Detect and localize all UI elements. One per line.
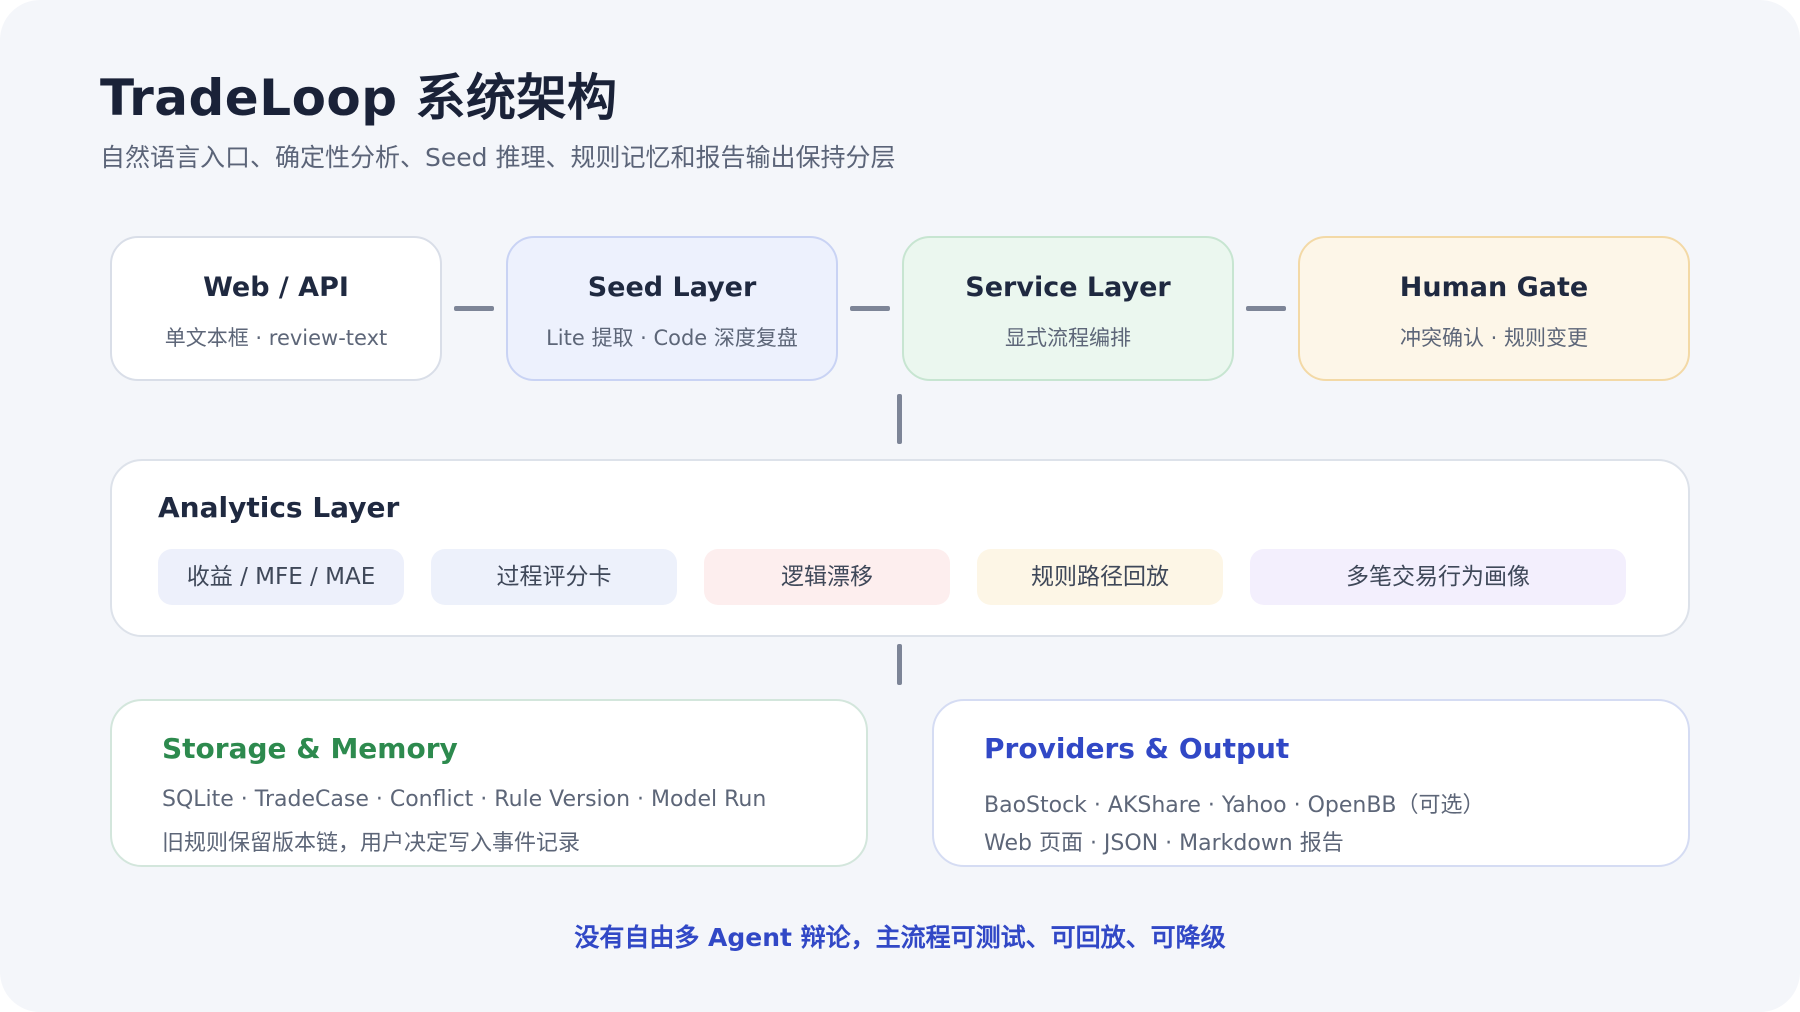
human-gate-desc: 冲突确认 · 规则变更 — [1399, 326, 1589, 350]
service-layer-name: Service Layer — [965, 272, 1171, 303]
providers-output-title: Providers & Output — [984, 732, 1290, 765]
storage-memory-title: Storage & Memory — [162, 732, 458, 765]
footer-note: 没有自由多 Agent 辩论，主流程可测试、可回放、可降级 — [574, 923, 1226, 952]
human-gate-name: Human Gate — [1399, 272, 1589, 303]
storage-memory-panel: Storage & Memory SQLite · TradeCase · Co… — [110, 699, 868, 867]
seed-layer-name: Seed Layer — [587, 272, 757, 303]
connector-seed-service — [850, 306, 890, 311]
analytics-chip-behavior-profile: 多笔交易行为画像 — [1250, 549, 1626, 605]
service-layer-desc: 显式流程编排 — [1005, 326, 1131, 350]
analytics-layer-box: Analytics Layer 收益 / MFE / MAE 过程评分卡 逻辑漂… — [110, 459, 1690, 637]
web-api-layer-box: Web / API 单文本框 · review-text — [110, 236, 442, 381]
connector-web-seed — [454, 306, 494, 311]
human-gate-box: Human Gate 冲突确认 · 规则变更 — [1298, 236, 1690, 381]
analytics-chip-returns: 收益 / MFE / MAE — [158, 549, 404, 605]
web-api-layer-desc: 单文本框 · review-text — [164, 326, 388, 350]
storage-memory-line-2: 旧规则保留版本链，用户决定写入事件记录 — [162, 831, 581, 856]
analytics-chip-logic-drift: 逻辑漂移 — [704, 549, 950, 605]
providers-output-line-1: BaoStock · AKShare · Yahoo · OpenBB（可选） — [984, 793, 1485, 818]
analytics-chip-rule-replay: 规则路径回放 — [977, 549, 1223, 605]
storage-memory-line-1: SQLite · TradeCase · Conflict · Rule Ver… — [162, 787, 767, 812]
providers-output-panel: Providers & Output BaoStock · AKShare · … — [932, 699, 1690, 867]
seed-layer-box: Seed Layer Lite 提取 · Code 深度复盘 — [506, 236, 838, 381]
connector-service-human — [1246, 306, 1286, 311]
page-title: TradeLoop 系统架构 — [100, 69, 618, 127]
web-api-layer-name: Web / API — [203, 272, 349, 303]
service-layer-box: Service Layer 显式流程编排 — [902, 236, 1234, 381]
page-subtitle: 自然语言入口、确定性分析、Seed 推理、规则记忆和报告输出保持分层 — [100, 143, 896, 172]
seed-layer-desc: Lite 提取 · Code 深度复盘 — [546, 326, 798, 350]
analytics-layer-title: Analytics Layer — [158, 491, 400, 524]
analytics-chip-scorecard: 过程评分卡 — [431, 549, 677, 605]
connector-analytics-bottom — [897, 644, 902, 685]
connector-top-analytics — [897, 394, 902, 444]
providers-output-line-2: Web 页面 · JSON · Markdown 报告 — [984, 831, 1344, 856]
